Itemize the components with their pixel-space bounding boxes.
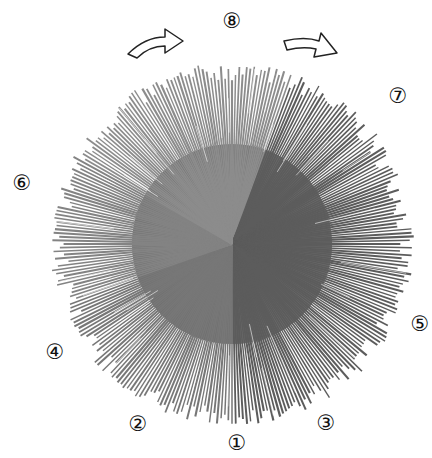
light-streak: [114, 291, 150, 312]
light-streak: [127, 290, 158, 309]
callout-number: ⑧: [223, 11, 242, 32]
callout-number: ①: [228, 433, 247, 454]
light-streak: [247, 353, 251, 381]
radial-line: [52, 244, 232, 271]
light-streak: [249, 324, 256, 357]
light-streak: [343, 146, 380, 170]
radial-line: [232, 236, 414, 244]
radial-line: [54, 244, 232, 251]
light-streak: [349, 175, 391, 193]
light-streak: [308, 111, 348, 157]
radial-line: [232, 174, 398, 244]
light-streak: [84, 277, 111, 284]
callout-number: ⑤: [411, 314, 430, 335]
light-streak: [144, 139, 174, 174]
light-streak: [283, 119, 309, 161]
light-streak: [186, 366, 199, 414]
callout-number: ⑦: [389, 86, 408, 107]
callout-number: ③: [317, 413, 336, 434]
light-streak: [119, 108, 156, 153]
light-streak: [341, 262, 406, 273]
radial-line: [232, 244, 258, 423]
light-streak: [57, 222, 114, 229]
light-streak: [309, 316, 354, 358]
callout-number: ②: [129, 414, 148, 435]
callout-number: ④: [46, 342, 65, 363]
light-streak: [97, 157, 151, 192]
light-streak: [197, 126, 208, 162]
light-streak: [228, 356, 229, 407]
light-streak: [296, 141, 328, 175]
light-streak: [99, 306, 149, 343]
radial-line: [228, 69, 232, 244]
radial-line: [232, 244, 236, 424]
light-streak: [228, 98, 230, 132]
radial-line: [202, 69, 232, 244]
light-streak: [217, 81, 222, 138]
light-streak: [267, 326, 296, 393]
light-streak: [120, 298, 154, 321]
light-streak: [265, 73, 275, 113]
callout-number: ⑥: [13, 173, 32, 194]
radial-line: [198, 66, 232, 244]
rotation-arrow: [284, 33, 337, 57]
radial-line: [180, 72, 232, 244]
radial-line: [60, 244, 232, 248]
radial-line: [232, 229, 411, 244]
radial-lines: [52, 66, 414, 424]
light-streak: [109, 338, 141, 371]
light-streak: [249, 69, 255, 113]
light-streak: [315, 209, 375, 224]
radial-line: [55, 244, 232, 259]
light-streak: [125, 333, 149, 360]
light-streak: [262, 368, 274, 416]
light-streak: [83, 278, 133, 295]
radial-line: [232, 240, 410, 244]
light-streak: [59, 270, 111, 281]
radial-line: [232, 244, 247, 424]
light-streak: [130, 157, 162, 185]
light-streak: [277, 125, 306, 172]
rotation-arrow: [128, 29, 183, 58]
radial-line: [221, 66, 232, 244]
radial-line: [232, 244, 273, 420]
light-streak: [75, 164, 115, 184]
light-streak: [321, 284, 350, 297]
light-streak: [264, 124, 273, 151]
